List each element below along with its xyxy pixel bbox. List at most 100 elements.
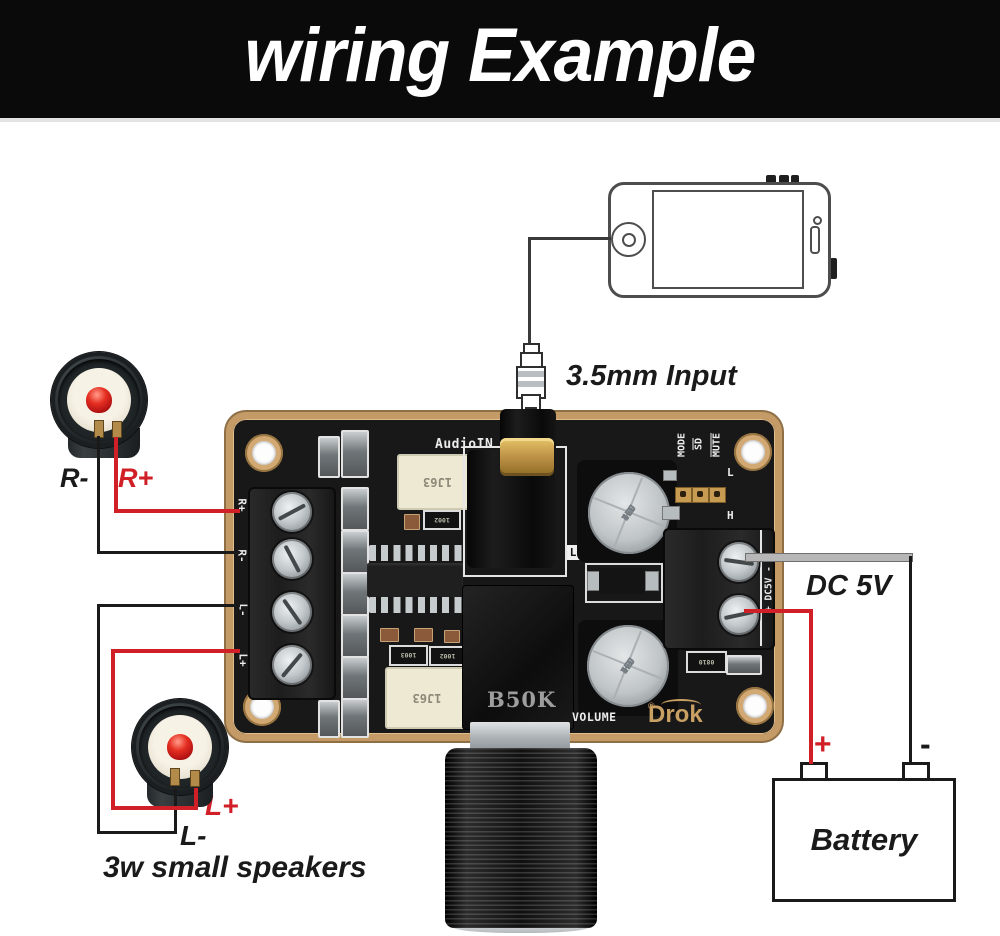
speaker-l-minus-label: L-: [180, 820, 207, 851]
speaker-dustcap: [86, 387, 112, 413]
silk-l-plus: L+: [236, 653, 250, 667]
audio-jack-contact: [500, 438, 554, 476]
silk-mode: MODE: [676, 432, 688, 458]
dc-screw-positive: [719, 595, 759, 635]
electrolytic-capacitor: H1 VEJ 470 16V: [588, 472, 670, 554]
smd-resistor: 1002: [429, 646, 466, 666]
wire-l-minus: [174, 789, 177, 834]
speakers-caption: 3w small speakers: [103, 851, 367, 884]
wire-r-minus: [97, 551, 240, 554]
phone-power-button: [830, 258, 837, 279]
wire-dc-negative: [745, 553, 913, 562]
jumper-pad: [709, 487, 726, 503]
speaker-terminal: [112, 421, 122, 438]
diode-silk-frame: [585, 563, 663, 603]
smd-resistor: [380, 628, 399, 642]
silk-audio-in: AudioIN: [435, 437, 494, 452]
silk-volume: VOLUME: [572, 710, 617, 724]
silk-dc5v: + DC5V -: [763, 566, 775, 612]
smd-resistor: [726, 655, 762, 675]
smd-capacitor: [341, 430, 369, 478]
wire-dc-positive: [809, 609, 813, 764]
wire-r-plus: [114, 509, 240, 513]
smd-capacitor: [318, 436, 340, 478]
smd-resistor: 1003: [389, 645, 428, 666]
phone-home-button-inner: [622, 233, 636, 247]
terminal-screw-r-plus: [272, 492, 312, 532]
speaker-r-plus-label: R+: [118, 463, 154, 493]
electrolytic-capacitor: H1 VEJ 470 16V: [587, 625, 669, 707]
smd-resistor: [444, 630, 460, 643]
terminal-screw-l-plus: [272, 645, 312, 685]
speaker-terminal: [170, 768, 180, 786]
silk-jack-l: L: [566, 545, 580, 560]
wire-l-plus: [111, 649, 115, 810]
smd-part: [662, 506, 680, 520]
registered-mark: ®: [648, 701, 655, 711]
silk-sel-l: L: [727, 466, 734, 479]
amplifier-chip: [367, 563, 463, 597]
chip-pins-bottom: [369, 597, 465, 613]
jumper-pad: [692, 487, 709, 503]
phone-speaker-slot: [810, 226, 820, 254]
wire-l-plus: [194, 788, 198, 810]
diode-pad: [645, 571, 659, 591]
wire-dc-negative: [909, 556, 912, 764]
phone-camera-dot: [813, 216, 822, 225]
speaker-dustcap: [167, 734, 193, 760]
pot-label: B50K: [487, 687, 557, 712]
page-title: wiring Example: [244, 13, 757, 98]
jumper-pad: [675, 487, 692, 503]
battery-label: Battery: [810, 822, 918, 857]
battery-box: Battery: [772, 778, 956, 902]
smd-capacitor: [341, 614, 369, 658]
plug-stripe: [518, 371, 544, 377]
dc-terminal-block: [663, 528, 775, 650]
cap-line: 16V: [619, 502, 639, 524]
wire-r-plus: [114, 437, 118, 513]
speaker-terminal: [190, 770, 200, 787]
phone-screen: [652, 190, 804, 289]
mounting-hole: [245, 434, 283, 472]
phone-volume-button: [766, 175, 776, 184]
wire-l-plus: [111, 806, 198, 810]
smd-capacitor: [341, 698, 369, 738]
amplifier-board: R+ R- L- L+ AudioIN 1J63 1J63 G R L 1002…: [226, 409, 782, 933]
wire-l-minus: [97, 604, 240, 607]
wire-dc-positive: [744, 609, 813, 613]
wire-l-minus: [97, 831, 177, 834]
smd-resistor: [404, 514, 420, 530]
phone-home-button: [611, 222, 646, 257]
dc-terminal-silk-line: [760, 530, 762, 646]
plug-stripe: [518, 381, 544, 387]
wire-l-plus: [111, 649, 240, 653]
smd-capacitor: [341, 487, 369, 531]
cap-line: 16V: [618, 655, 638, 677]
smd-capacitor: [318, 700, 340, 738]
smd-part: [663, 470, 677, 481]
volume-knob[interactable]: [445, 748, 597, 928]
dc-label: DC 5V: [806, 570, 892, 602]
audio-cable: [528, 237, 531, 344]
inductor-bottom: 1J63: [385, 667, 469, 729]
potentiometer: [462, 585, 574, 730]
title-banner: wiring Example: [0, 0, 1000, 122]
audio-cable: [530, 237, 611, 240]
smd-resistor: 0810: [686, 651, 727, 673]
mounting-hole: [736, 687, 774, 725]
input-label: 3.5mm Input: [566, 360, 737, 392]
speaker-r-minus-label: R-: [60, 463, 89, 493]
smd-capacitor: [341, 656, 369, 700]
wire-r-minus: [97, 436, 100, 554]
wire-l-minus: [97, 604, 100, 834]
phone-mute-switch: [791, 175, 799, 184]
smd-capacitor: [341, 530, 369, 574]
silk-sel-h: H: [727, 509, 734, 522]
silk-mute: MUTE: [711, 432, 723, 458]
dc-screw-negative: [719, 542, 759, 582]
battery-plus-label: +: [814, 728, 832, 761]
silk-sd: SD: [693, 437, 705, 451]
terminal-screw-r-minus: [272, 539, 312, 579]
smd-resistor: 1002: [423, 510, 461, 530]
terminal-screw-l-minus: [272, 592, 312, 632]
